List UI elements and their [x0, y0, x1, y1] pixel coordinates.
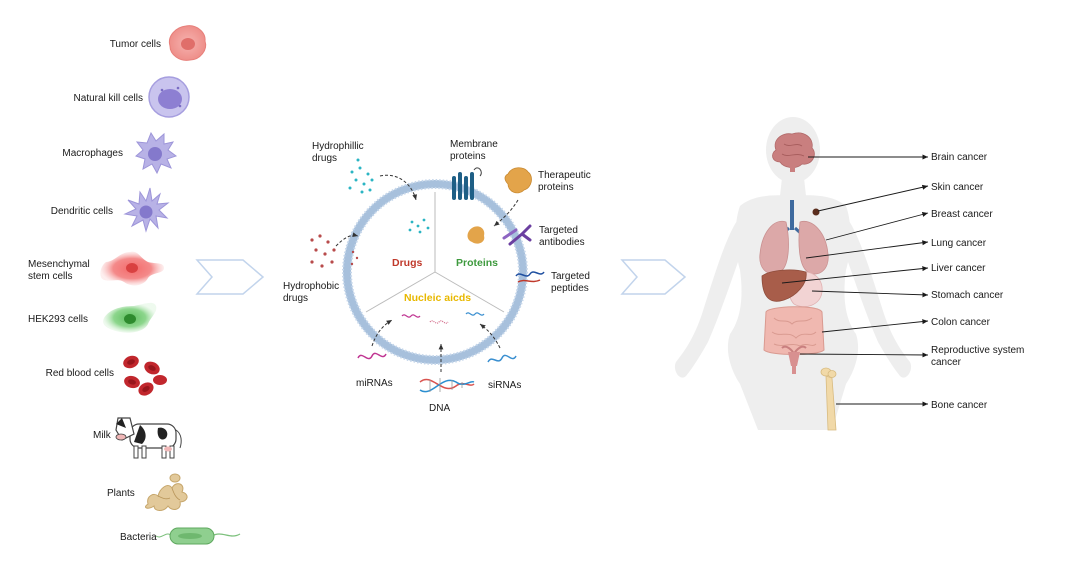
cancer-label: Breast cancer	[931, 209, 993, 220]
inner-dna-strand	[429, 320, 449, 324]
cancer-label: Colon cancer	[931, 317, 991, 328]
source-item: HEK293 cells	[28, 302, 157, 333]
sector-divider	[365, 271, 436, 313]
source-label: Mesenchymal	[28, 259, 90, 270]
tumor-cell-icon	[168, 25, 207, 61]
bacterium-icon	[155, 527, 241, 545]
cargo-label-dna: DNA	[429, 403, 450, 414]
exosome-cargo-diagram: Drugs Proteins Nucleic aicds	[283, 139, 591, 414]
nk-cell-icon	[148, 76, 190, 118]
source-label: Dendritic cells	[51, 206, 113, 217]
hek293-cell-icon	[103, 302, 157, 333]
dendritic-cell-icon	[123, 187, 170, 233]
source-label: HEK293 cells	[28, 314, 88, 325]
targeted-peptide-icon	[515, 271, 545, 283]
inner-hydrophilic-dots	[408, 218, 430, 234]
cancer-pointer-lines	[781, 154, 929, 407]
source-label: Natural kill cells	[74, 93, 143, 104]
therapeutic-protein-icon	[504, 167, 532, 194]
source-label: Plants	[107, 488, 135, 499]
source-item: Plants	[107, 473, 188, 511]
sector-label-drugs: Drugs	[392, 257, 422, 269]
exosome-sources-panel: Tumor cells Natural kill cells Macrophag…	[28, 25, 241, 545]
source-item: Tumor cells	[110, 25, 207, 61]
brain-icon	[772, 132, 815, 172]
cancer-label-line2: cancer	[931, 357, 962, 368]
sector-label-nucleic-acids: Nucleic aicds	[404, 292, 471, 304]
inner-sirna-strand	[465, 312, 485, 316]
dna-helix-icon	[419, 378, 475, 393]
inner-protein-icon	[467, 226, 485, 244]
source-item: Mesenchymal stem cells	[28, 251, 164, 286]
skin-mole-icon	[812, 208, 820, 216]
cancer-label: Bone cancer	[931, 400, 988, 411]
source-item: Macrophages	[62, 131, 178, 175]
intestines-icon	[763, 306, 825, 355]
source-label: Bacteria	[120, 532, 157, 543]
source-item: Bacteria	[120, 527, 241, 545]
cargo-label-therapeutic-line2: proteins	[538, 182, 574, 193]
source-label: Tumor cells	[110, 39, 161, 50]
hydrophobic-drug-dots-icon	[310, 234, 336, 268]
cancer-label: Liver cancer	[931, 263, 986, 274]
inner-hydrophobic-dots	[350, 250, 359, 266]
uterus-icon	[781, 345, 807, 374]
cargo-label-sirna: siRNAs	[488, 380, 521, 391]
red-blood-cells-icon	[123, 355, 167, 396]
source-label: Macrophages	[62, 148, 123, 159]
mirna-icon	[357, 352, 387, 360]
cargo-label-hydrophilic: Hydrophillic	[312, 141, 364, 152]
cancer-label: Stomach cancer	[931, 290, 1004, 301]
msc-icon	[100, 251, 164, 286]
loading-arrows	[335, 174, 519, 372]
macrophage-icon	[135, 131, 178, 175]
hydrophilic-drug-dots-icon	[348, 158, 374, 194]
cancer-label: Brain cancer	[931, 152, 988, 163]
membrane-protein-icon	[452, 167, 482, 200]
cow-icon	[115, 417, 182, 459]
cargo-label-antibodies: Targeted	[539, 225, 578, 236]
cargo-label-membrane: Membrane	[450, 139, 498, 150]
cargo-label-hydrophobic-line2: drugs	[283, 293, 308, 304]
cargo-label-membrane-line2: proteins	[450, 151, 486, 162]
sirna-icon	[487, 354, 517, 363]
target-cancers-panel: Brain cancer Skin cancer Breast cancer L…	[674, 117, 1024, 431]
cancer-label: Lung cancer	[931, 238, 987, 249]
cargo-label-hydrophilic-line2: drugs	[312, 153, 337, 164]
source-item: Milk	[93, 417, 182, 459]
sector-label-proteins: Proteins	[456, 257, 498, 269]
sector-divider	[434, 271, 505, 313]
cancer-label: Reproductive system	[931, 345, 1024, 356]
source-item: Natural kill cells	[74, 76, 190, 118]
flow-chevron-arrow	[195, 259, 265, 295]
source-label: Red blood cells	[46, 368, 114, 379]
cancer-label: Skin cancer	[931, 182, 984, 193]
source-label-line2: stem cells	[28, 271, 72, 282]
flow-chevron-arrow	[620, 259, 687, 295]
source-item: Dendritic cells	[51, 187, 170, 233]
liver-icon	[761, 269, 807, 302]
cargo-label-peptides: Targeted	[551, 271, 590, 282]
cargo-label-mirna: miRNAs	[356, 378, 393, 389]
targeted-antibody-icon	[502, 224, 532, 246]
cargo-label-peptides-line2: peptides	[551, 283, 589, 294]
source-label: Milk	[93, 430, 112, 441]
cargo-label-antibodies-line2: antibodies	[539, 237, 585, 248]
ginger-root-icon	[145, 473, 188, 511]
bone-icon	[820, 367, 837, 431]
inner-mirna-strand	[401, 314, 421, 318]
lungs-icon	[759, 200, 829, 275]
cargo-label-therapeutic: Therapeutic	[538, 170, 591, 181]
cargo-label-hydrophobic: Hydrophobic	[283, 281, 339, 292]
source-item: Red blood cells	[46, 355, 167, 396]
